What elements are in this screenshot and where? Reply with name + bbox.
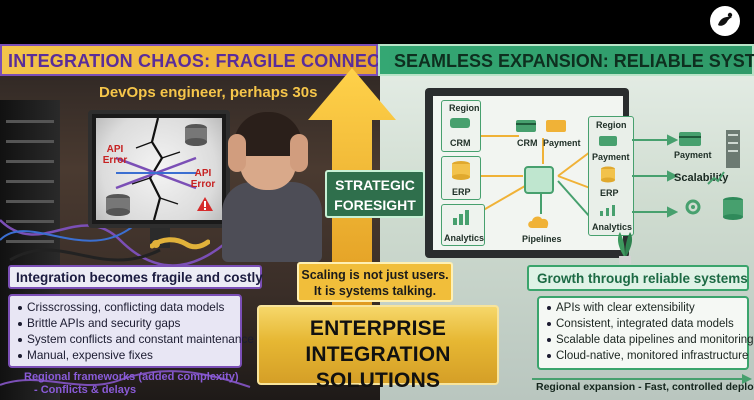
regional-caption: - Conflicts & delays (34, 384, 137, 396)
seamless-header-text: SEAMLESS EXPANSION: RELIABLE SYSTEMS (394, 51, 754, 71)
person-body (222, 182, 322, 262)
server-rack-icon (726, 130, 740, 168)
seamless-box-title: Growth through reliable systems (527, 265, 749, 291)
chart-icon (453, 210, 469, 225)
list-item: APIs with clear extensibility (547, 302, 695, 314)
payment-card-icon (599, 136, 617, 146)
list-item: Scalable data pipelines and monitoring (547, 334, 754, 346)
strategic-line: FORESIGHT (334, 197, 416, 213)
node-label: Payment (543, 138, 581, 148)
warning-icon (197, 197, 213, 211)
list-item: Brittle APIs and security gaps (18, 316, 180, 330)
chaos-box-title-text: Integration becomes fragile and costly (16, 270, 263, 285)
lizard-icon (150, 237, 210, 250)
list-item: System conflicts and constant maintenanc… (18, 332, 254, 346)
database-icon (106, 194, 130, 216)
enterprise-banner: ENTERPRISE INTEGRATION SOLUTIONS (257, 305, 499, 392)
chart-icon (600, 205, 615, 216)
regional-caption: Regional frameworks (added complexity) (24, 371, 239, 383)
payment-card-icon (546, 120, 566, 132)
logo-icon (710, 6, 740, 36)
handshake-icon (450, 118, 470, 128)
database-icon (185, 124, 207, 146)
seamless-box-title-text: Growth through reliable systems (537, 271, 748, 286)
person-hand (228, 134, 246, 172)
node-label: Payment (674, 150, 712, 160)
chaos-header-text: INTEGRATION CHAOS: FRAGILE CONNECTIONS (8, 51, 437, 71)
enterprise-line: INTEGRATION SOLUTIONS (305, 343, 451, 392)
node-label: Pipelines (522, 234, 562, 244)
devops-caption: DevOps engineer, perhaps 30s (99, 84, 318, 101)
node-label: Payment (592, 152, 630, 162)
crack-lines (106, 118, 207, 220)
node-label: Region (449, 103, 480, 113)
chaos-list: Crisscrossing, conflicting data models B… (8, 294, 254, 368)
api-error-label: API Error (102, 144, 128, 166)
cloud-icon (528, 216, 549, 228)
person-hand (290, 134, 308, 172)
enterprise-line: ENTERPRISE (309, 317, 447, 340)
strategic-line: STRATEGIC (335, 177, 415, 193)
node-label: ERP (600, 188, 619, 198)
analytics-card-left (441, 204, 485, 246)
database-icon (723, 197, 743, 220)
list-item: Consistent, integrated data models (547, 318, 734, 330)
expansion-arrow (532, 374, 752, 384)
strategic-foresight-box: STRATEGIC FORESIGHT (325, 170, 425, 218)
node-label: Analytics (592, 222, 633, 232)
list-item: Manual, expensive fixes (18, 348, 153, 362)
broken-monitor: API Error API Error (88, 110, 230, 228)
node-label: Analytics (444, 233, 485, 243)
payment-card-icon (679, 132, 701, 146)
gear-icon (685, 199, 701, 215)
list-item: Cloud-native, monitored infrastructure (547, 350, 748, 362)
top-band (0, 0, 754, 44)
node-label: Region (596, 120, 627, 130)
regional-expansion-caption: Regional expansion - Fast, controlled de… (536, 381, 754, 393)
scalability-label: Scalability (674, 172, 729, 184)
node-label: ERP (452, 187, 471, 197)
node-label: CRM (450, 138, 471, 148)
outbound-arrows (632, 134, 678, 218)
chaos-header: INTEGRATION CHAOS: FRAGILE CONNECTIONS (0, 44, 436, 76)
seamless-list: APIs with clear extensibility Consistent… (537, 296, 754, 370)
scaling-callout: Scaling is not just users. It is systems… (297, 262, 453, 302)
chart-icon (707, 171, 725, 185)
seamless-header: SEAMLESS EXPANSION: RELIABLE SYSTEMS (378, 44, 754, 76)
scaling-line: It is systems talking. (313, 284, 437, 298)
database-icon (601, 166, 615, 183)
monitor-screen: API Error API Error (96, 118, 222, 220)
purple-wave (0, 370, 251, 388)
scaling-line: Scaling is not just users. (301, 268, 449, 282)
chaos-box-title: Integration becomes fragile and costly (8, 265, 263, 289)
plant-icon (617, 232, 633, 264)
integration-hub-icon (524, 166, 554, 194)
list-item: Crisscrossing, conflicting data models (18, 300, 224, 314)
payment-card-icon (516, 120, 536, 132)
database-icon (452, 161, 470, 180)
node-label: CRM (517, 138, 538, 148)
api-error-label: API Error (190, 168, 216, 190)
